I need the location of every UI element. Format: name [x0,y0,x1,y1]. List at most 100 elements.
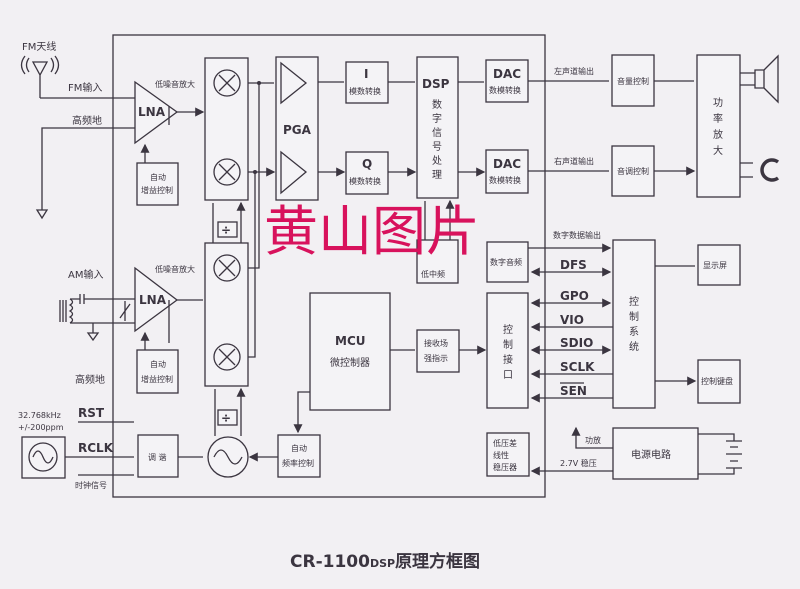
svg-text:字: 字 [432,112,442,125]
right-output-label: 右声道输出 [554,156,594,166]
svg-text:口: 口 [503,370,513,381]
battery-icon [698,433,742,475]
adc-i-label: 模数转换 [349,86,381,96]
adc-i-box [345,61,389,104]
afc-box [277,434,321,478]
fm-lna-text: LNA [138,105,166,119]
ldo-box [486,432,530,477]
mixer-icon [213,254,241,371]
speaker-icon [740,54,779,104]
svg-text:号: 号 [432,141,442,153]
am-agc-box [136,349,179,394]
rst-label: RST [78,406,105,420]
diagram-title: CR-1100DSP原理方框图 [290,551,480,572]
ldo-label1: 低压差 [493,438,517,448]
afc-text1: 自动 [291,443,307,453]
am-agc-text2: 增益控制 [141,374,173,384]
adc-q-label: 模数转换 [349,176,381,186]
adc-i-name: I [364,67,368,81]
signal-sdio: SDIO [560,336,593,350]
tuning-box [137,434,179,478]
am-ground-label: 高频地 [75,373,105,386]
mixer-icon [213,69,241,186]
power-circuit-label: 电源电路 [631,448,671,461]
svg-text:制: 制 [629,310,639,323]
svg-text:系: 系 [629,326,639,338]
low-if-label: 低中频 [421,269,445,279]
mcu-box [309,292,391,411]
signal-vio: VIO [560,313,584,327]
ldo-label2: 线性 [493,450,509,460]
svg-text:控: 控 [629,295,639,308]
watermark: 黄山图片 [264,200,480,263]
dac-left-box [485,59,529,103]
divider-symbol: ÷ [221,411,231,425]
signal-dfs: DFS [560,258,587,272]
am-lna-text: LNA [139,293,167,307]
pga-box [275,56,319,201]
fm-lna-label: 低噪音放大 [155,79,195,89]
fm-agc-text1: 自动 [150,172,166,182]
headphone-icon [760,158,780,182]
rclk-label: RCLK [78,441,114,455]
ground-icon [35,127,135,220]
rssi-label2: 强指示 [424,353,448,363]
rssi-label1: 接收场 [424,338,448,348]
divider-box [217,409,238,426]
low-if-box [416,239,459,284]
display-box [697,244,741,286]
volume-control-label: 音量控制 [617,76,649,86]
dac-right-name: DAC [493,157,521,171]
antenna-icon [20,55,60,98]
crystal-frequency: 32.768kHz [18,411,61,420]
digital-audio-box [486,241,529,283]
svg-text:理: 理 [432,169,442,181]
tone-control-label: 音调控制 [617,166,649,176]
svg-text:统: 统 [629,340,639,353]
fm-lna [134,80,179,145]
ldo-label3: 稳压器 [493,462,517,472]
fm-antenna-label: FM天线 [22,40,56,53]
clock-signal-label: 时钟信号 [75,480,107,490]
tuning-label: 调 谐 [148,452,167,462]
sine-wave-icon [28,442,58,472]
svg-text:放: 放 [713,128,723,141]
dac-left-label: 数模转换 [489,85,521,95]
rssi-box [416,329,460,373]
control-interface-label: 控制 接口 [503,323,513,381]
chip-outline [112,34,546,498]
svg-text:信: 信 [432,127,442,139]
am-antenna-coil-icon [59,294,135,342]
pga-label: PGA [283,123,312,137]
digital-audio-label: 数字音频 [490,257,522,267]
adc-q-name: Q [362,157,372,171]
adc-q-box [345,151,389,195]
fm-input-label: FM输入 [68,81,102,94]
keyboard-label: 控制键盘 [701,376,733,386]
keyboard-box [697,359,741,404]
mixer-box-fm [204,57,249,201]
fm-agc-box [136,162,179,206]
signal-gpo: GPO [560,289,589,303]
dac-right-box [485,149,529,194]
signal-sen: SEN [560,384,587,398]
power-circuit-box [612,427,699,480]
mixer-box-am [204,242,249,387]
svg-text:控: 控 [503,323,513,336]
left-output-label: 左声道输出 [554,66,594,76]
amp-power-label: 功放 [585,435,601,445]
am-lna [134,266,179,333]
display-label: 显示屏 [703,261,727,270]
power-amp-box [696,54,741,198]
control-system-label: 控制 系统 [629,295,639,353]
am-agc-text1: 自动 [150,359,166,369]
dac-right-label: 数模转换 [489,175,521,185]
signal-sclk: SCLK [560,360,595,374]
afc-text2: 频率控制 [282,458,314,468]
crystal-tolerance: +/-200ppm [18,423,64,432]
divider-symbol: ÷ [221,223,231,237]
control-system-box [612,239,656,409]
dsp-label: 数字 信号 处理 [432,98,442,181]
regulator-label: 2.7V 稳压 [560,458,597,468]
